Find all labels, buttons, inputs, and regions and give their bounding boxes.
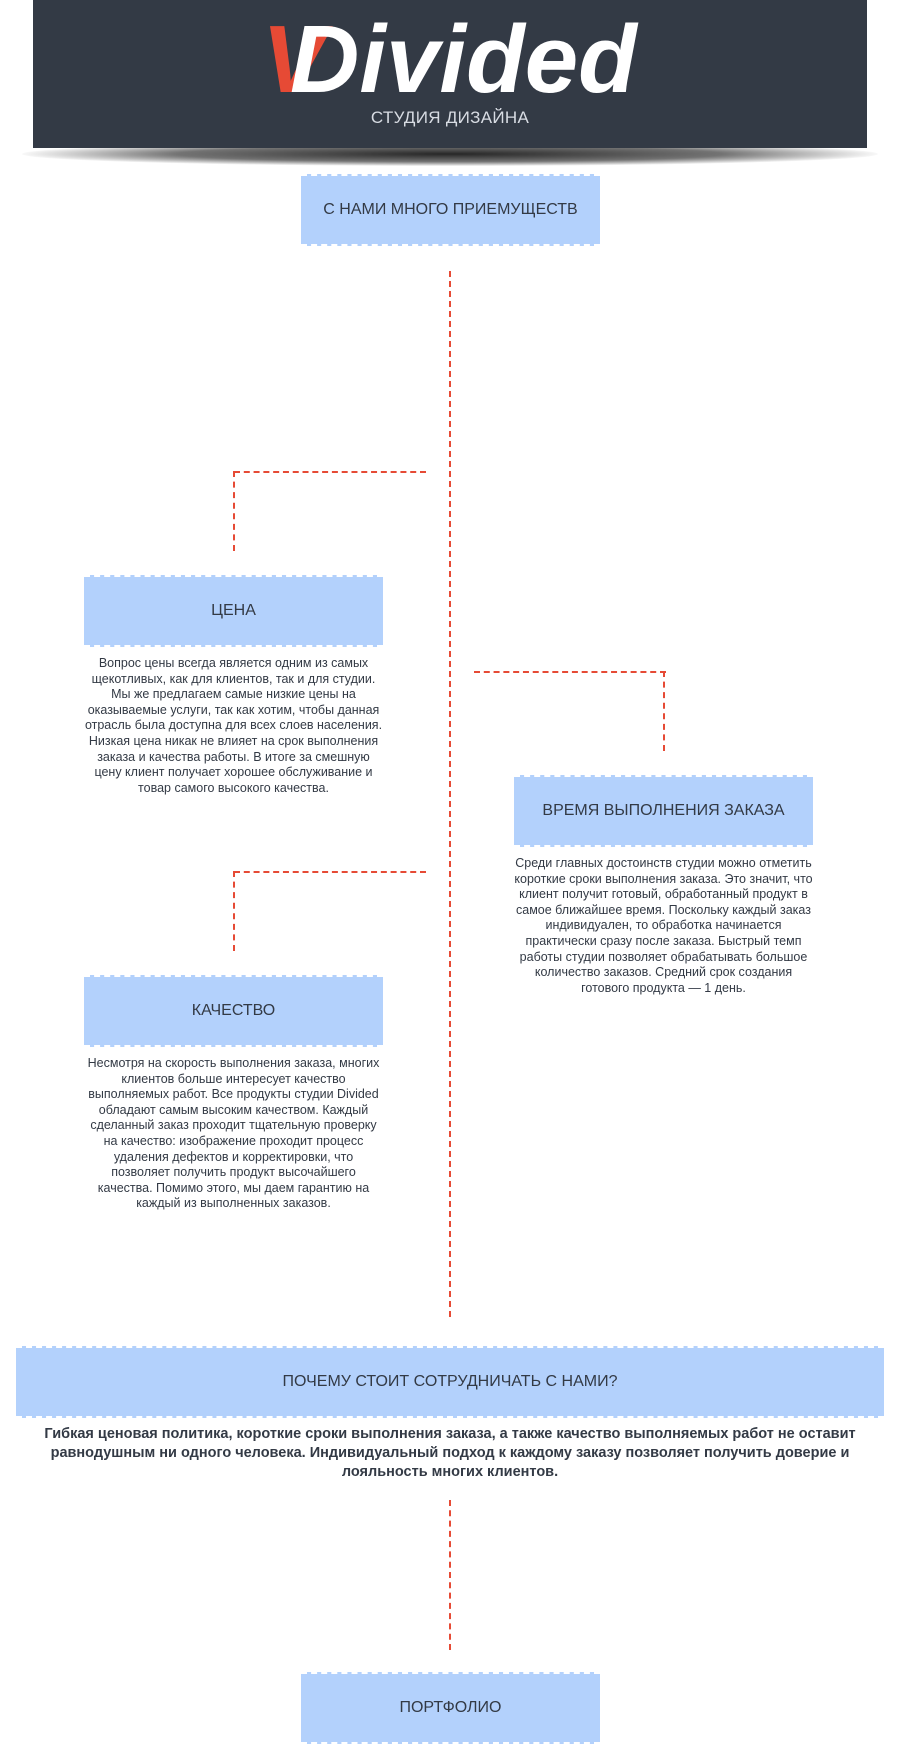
connector-time-horizontal — [474, 671, 666, 673]
connector-quality-vertical — [233, 871, 235, 951]
portfolio-connector-line — [449, 1500, 451, 1650]
price-title-box: ЦЕНА — [84, 575, 383, 647]
connector-price-horizontal — [234, 471, 426, 473]
why-text: Гибкая ценовая политика, короткие сроки … — [44, 1426, 856, 1480]
quality-title: КАЧЕСТВО — [191, 1002, 276, 1019]
advantages-title: С НАМИ МНОГО ПРИЕМУЩЕСТВ — [323, 201, 578, 218]
time-title: ВРЕМЯ ВЫПОЛНЕНИЯ ЗАКАЗА — [542, 802, 785, 819]
logo-mark: V — [262, 6, 327, 113]
price-text: Вопрос цены всегда является одним из сам… — [84, 656, 383, 795]
logo[interactable]: V Divided — [256, 6, 656, 113]
site-header — [33, 0, 867, 148]
timeline-main-line — [449, 271, 451, 1317]
connector-time-vertical — [663, 671, 665, 751]
why-title: ПОЧЕМУ СТОИТ СОТРУДНИЧАТЬ С НАМИ? — [282, 1373, 618, 1390]
why-title-box: ПОЧЕМУ СТОИТ СОТРУДНИЧАТЬ С НАМИ? — [16, 1346, 884, 1418]
quality-title-box: КАЧЕСТВО — [84, 975, 383, 1047]
quality-text: Несмотря на скорость выполнения заказа, … — [87, 1056, 380, 1211]
advantages-title-box: С НАМИ МНОГО ПРИЕМУЩЕСТВ — [301, 174, 600, 246]
time-title-box: ВРЕМЯ ВЫПОЛНЕНИЯ ЗАКАЗА — [514, 775, 813, 847]
portfolio-title-box[interactable]: ПОРТФОЛИО — [301, 1672, 600, 1744]
portfolio-title: ПОРТФОЛИО — [399, 1699, 502, 1716]
site-subtitle: СТУДИЯ ДИЗАЙНА — [370, 108, 530, 127]
connector-price-vertical — [233, 471, 235, 551]
logo-text: Divided — [290, 6, 637, 113]
connector-quality-horizontal — [234, 871, 426, 873]
time-text: Среди главных достоинств студии можно от… — [514, 856, 813, 995]
price-title: ЦЕНА — [211, 602, 256, 619]
